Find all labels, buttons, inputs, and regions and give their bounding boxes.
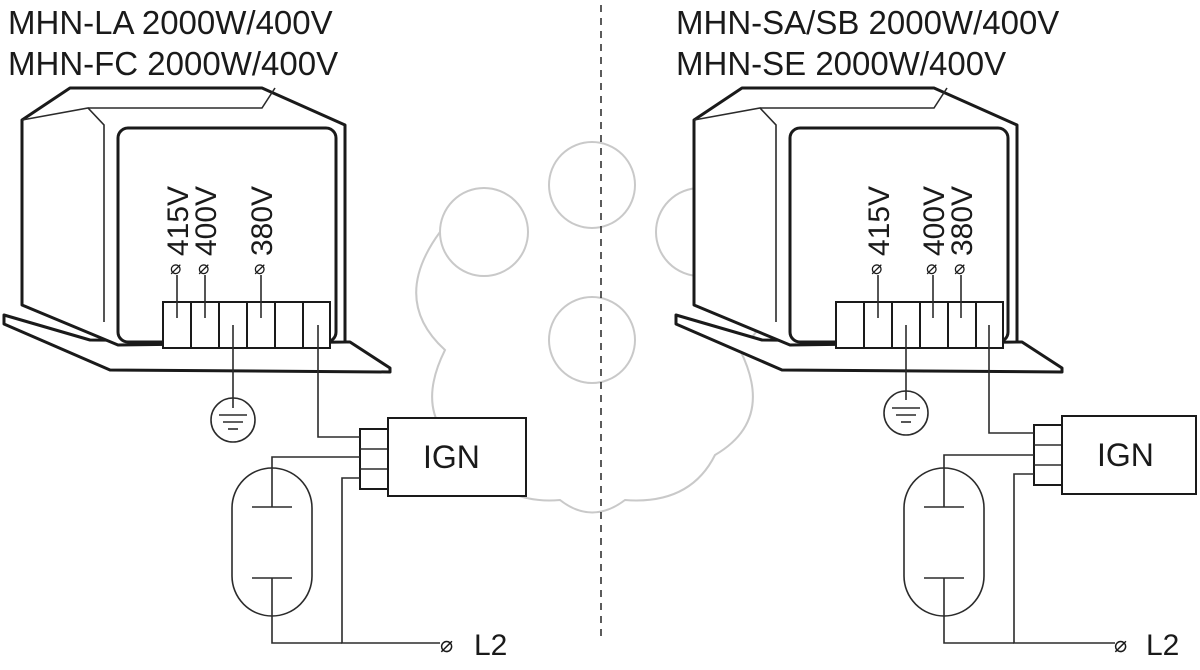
right-l2-terminal: ⌀ [1114,632,1127,657]
left-ballast [2,86,392,374]
left-wire-lamp-bottom [271,604,342,644]
left-lamp-icon [231,467,313,617]
right-tap-terminal-380: ⌀ [954,258,965,279]
left-title-line1: MHN-LA 2000W/400V [8,4,333,41]
right-wire-lamp-top [943,454,1034,480]
right-tap-terminal-400: ⌀ [926,258,937,279]
left-tap-label-380: 380V [246,186,279,256]
left-wire-lamp-top [271,456,360,480]
left-tap-terminal-380: ⌀ [254,258,265,279]
left-terminal-block [162,301,331,349]
right-panel: 415V 400V 380V ⌀ ⌀ ⌀ IGN [674,86,1197,662]
right-wire-l2 [1013,473,1115,644]
right-wire-ign-feed [988,325,1034,434]
right-title-line2: MHN-SE 2000W/400V [676,45,1007,82]
right-tap-terminal-415: ⌀ [871,258,882,279]
left-l2-terminal: ⌀ [440,632,453,657]
right-title-line1: MHN-SA/SB 2000W/400V [676,4,1060,41]
right-ballast [674,86,1064,374]
left-wire-ign-feed [317,325,360,438]
right-ground-icon [883,325,929,436]
left-wire-l2 [341,477,440,644]
left-ignitor-label: IGN [423,439,480,475]
right-tap-label-400: 400V [918,186,951,256]
left-ground-icon [210,325,256,443]
right-ignitor-label: IGN [1097,437,1154,473]
right-tap-label-380: 380V [946,186,979,256]
left-ignitor [359,417,527,497]
left-tap-label-415: 415V [162,186,195,256]
right-terminal-block [835,301,1004,349]
left-panel: 415V 400V 380V ⌀ ⌀ ⌀ IGN [2,86,527,662]
left-l2-label: L2 [474,629,507,662]
left-tap-label-400: 400V [190,186,223,256]
right-tap-label-415: 415V [863,186,896,256]
right-wire-lamp-bottom [943,604,1014,644]
right-l2-label: L2 [1146,629,1179,662]
left-title-line2: MHN-FC 2000W/400V [8,45,339,82]
right-lamp-icon [903,467,985,617]
left-tap-terminal-400: ⌀ [198,258,209,279]
right-ignitor [1033,415,1197,495]
left-tap-terminal-415: ⌀ [170,258,181,279]
